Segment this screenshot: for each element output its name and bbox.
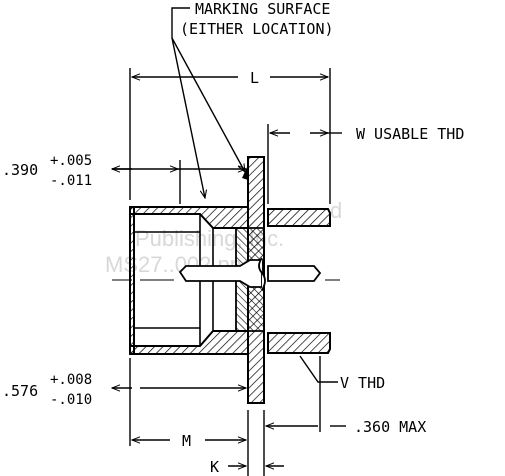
- left-shell-top-wall: [129, 206, 249, 229]
- watermark-line1: d: [330, 198, 342, 223]
- right-shell-bottom-wall: [267, 332, 331, 354]
- dim-576-minus: -.010: [50, 392, 92, 408]
- right-shell-top-wall: [267, 208, 331, 227]
- dim-K-label: K: [210, 458, 219, 476]
- dimension-lines: [112, 77, 346, 466]
- right-shell: [267, 208, 331, 354]
- dim-576-plus: +.008: [50, 372, 92, 388]
- dim-L-label: L: [250, 69, 259, 87]
- left-shell-bottom-wall: [129, 330, 249, 355]
- marking-surface-label: MARKING SURFACE: [195, 0, 330, 18]
- contact-pin: [178, 259, 322, 288]
- dim-390-plus: +.005: [50, 153, 92, 169]
- dim-W-label: W USABLE THD: [356, 125, 464, 143]
- dim-360-label: .360 MAX: [354, 418, 426, 436]
- dim-M-label: M: [182, 432, 191, 450]
- leader-lines: [171, 7, 338, 383]
- extension-lines: [129, 68, 331, 476]
- dim-390-value: .390: [2, 161, 38, 179]
- dim-390-minus: -.011: [50, 173, 92, 189]
- break-line: [258, 257, 266, 291]
- dim-V-label: V THD: [340, 374, 385, 392]
- marking-surface-note: (EITHER LOCATION): [180, 20, 334, 38]
- dim-576-value: .576: [2, 382, 38, 400]
